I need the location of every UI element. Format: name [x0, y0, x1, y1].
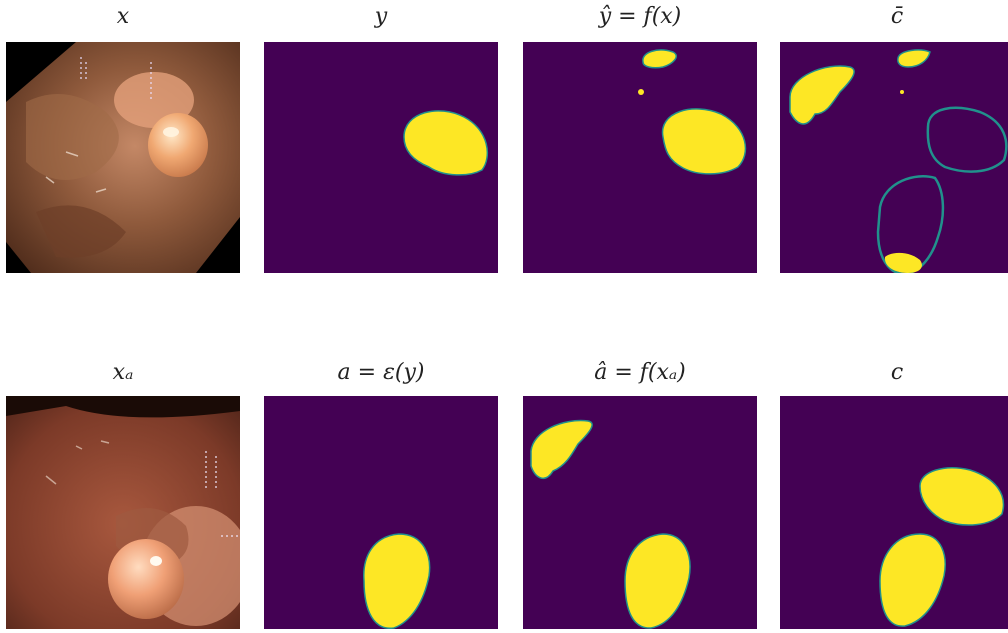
mask-yhat — [523, 42, 757, 273]
mask-c — [780, 396, 1008, 629]
mask-a — [264, 396, 498, 629]
mask-y — [264, 42, 498, 273]
title-xa: xₐ — [112, 360, 134, 385]
title-x: x — [116, 4, 130, 29]
title-c: c — [890, 360, 904, 385]
title-ahat: â = f(xₐ) — [594, 360, 686, 385]
endoscopy-image-xa — [6, 396, 240, 629]
mask-ahat — [523, 396, 757, 629]
title-yhat: ŷ = f(x) — [598, 4, 682, 29]
title-a: a = ε(y) — [337, 360, 425, 385]
title-cbar: c̄ — [890, 4, 904, 29]
mask-cbar — [780, 42, 1008, 273]
title-y: y — [374, 4, 388, 29]
endoscopy-image-x — [6, 42, 240, 273]
